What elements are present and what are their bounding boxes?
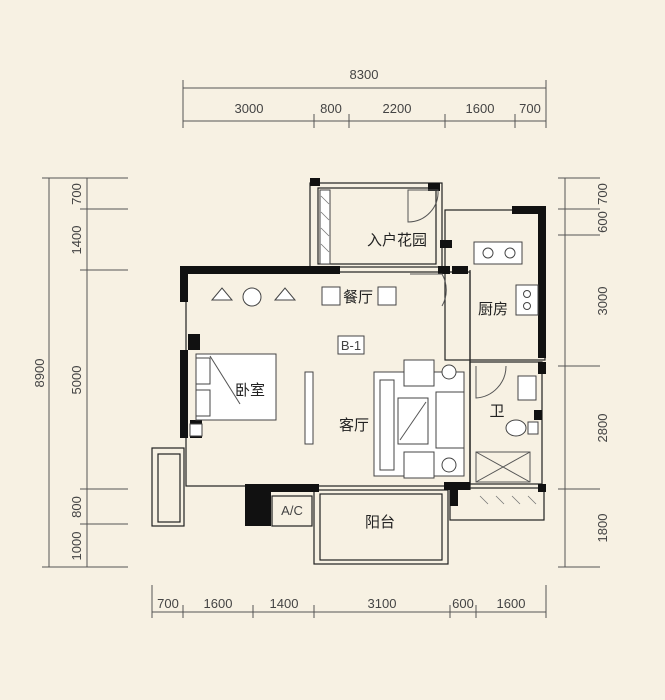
room-living: 客厅 <box>339 416 369 434</box>
dim-bottom-5: 600 <box>452 596 474 611</box>
dim-bottom-1: 700 <box>157 596 179 611</box>
dim-right-2: 600 <box>595 211 610 233</box>
dimension-lines <box>42 80 600 618</box>
dim-left-total: 8900 <box>32 359 47 388</box>
wall-outlines <box>151 182 546 565</box>
furniture <box>189 189 539 505</box>
dim-left-5: 1000 <box>69 532 84 561</box>
dim-left-1: 700 <box>69 183 84 205</box>
room-bedroom: 卧室 <box>235 381 265 399</box>
dim-left-2: 1400 <box>69 226 84 255</box>
room-dining: 餐厅 <box>343 288 373 306</box>
dim-bottom-6: 1600 <box>497 596 526 611</box>
dim-left-3: 5000 <box>69 366 84 395</box>
room-kitchen: 厨房 <box>478 300 508 318</box>
dim-top-2: 800 <box>320 101 342 116</box>
dim-right-1: 700 <box>595 183 610 205</box>
dim-right-4: 2800 <box>595 414 610 443</box>
unit-label: B-1 <box>341 338 361 353</box>
dim-top-5: 700 <box>519 101 541 116</box>
dim-top-total: 8300 <box>350 67 379 82</box>
dim-top-1: 3000 <box>235 101 264 116</box>
solid-walls <box>180 178 546 526</box>
dim-bottom-4: 3100 <box>368 596 397 611</box>
room-bathroom: 卫 <box>489 402 504 420</box>
dim-bottom-3: 1400 <box>270 596 299 611</box>
dim-left-4: 800 <box>69 496 84 518</box>
dim-top-3: 2200 <box>383 101 412 116</box>
dim-right-5: 1800 <box>595 514 610 543</box>
room-entry-garden: 入户花园 <box>367 231 427 249</box>
dim-bottom-2: 1600 <box>204 596 233 611</box>
dim-right-3: 3000 <box>595 287 610 316</box>
dim-top-4: 1600 <box>466 101 495 116</box>
room-labels: 入户花园 餐厅 厨房 B-1 卧室 客厅 卫 A/C 阳台 <box>235 231 508 531</box>
ac-label: A/C <box>281 503 303 518</box>
dimension-labels: 8300 3000 800 2200 1600 700 700 1600 140… <box>32 67 610 611</box>
unit-label-box <box>337 335 365 355</box>
room-balcony: 阳台 <box>365 513 395 531</box>
